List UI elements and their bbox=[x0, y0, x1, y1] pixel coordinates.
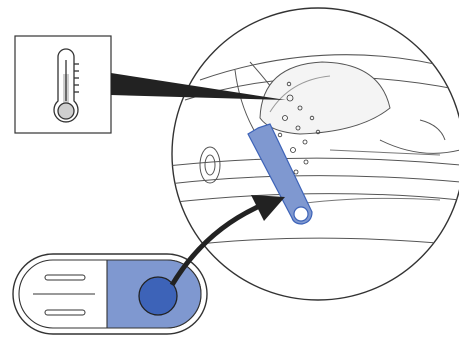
control-panel bbox=[13, 254, 207, 334]
magnified-view bbox=[150, 8, 459, 300]
thermometer-callout bbox=[15, 36, 111, 133]
